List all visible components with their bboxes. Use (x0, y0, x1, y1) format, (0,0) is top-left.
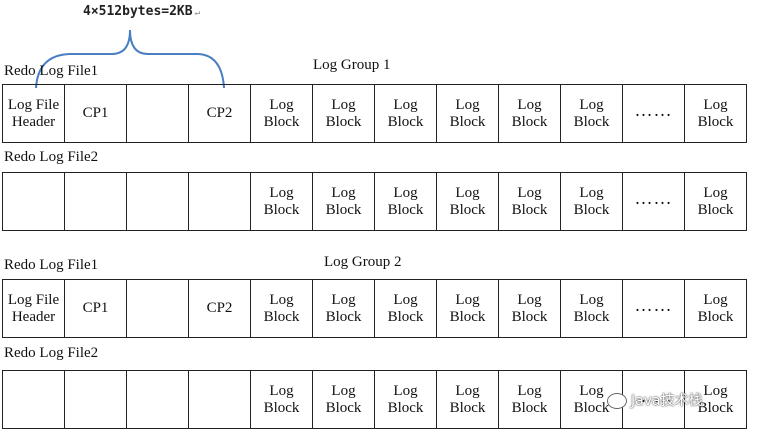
block-cell: Log Block (374, 172, 437, 231)
block-cell: Log File Header (2, 279, 65, 338)
block-cell: Log Block (560, 279, 623, 338)
empty-block (188, 172, 251, 231)
empty-block (64, 172, 127, 231)
block-cell: Log Block (374, 279, 437, 338)
block-cell: CP1 (64, 279, 127, 338)
empty-block (2, 172, 65, 231)
ellipsis-block: …… (622, 84, 685, 143)
block-cell: Log Block (436, 172, 499, 231)
block-cell: Log Block (250, 279, 313, 338)
size-annotation: 4×512bytes=2KB↵ (83, 4, 200, 19)
block-cell: Log Block (498, 279, 561, 338)
block-cell: Log Block (312, 370, 375, 429)
empty-block (2, 370, 65, 429)
wechat-icon (607, 393, 627, 409)
block-cell: CP1 (64, 84, 127, 143)
block-cell: Log Block (560, 84, 623, 143)
block-cell: Log Block (560, 172, 623, 231)
log-group-2-label: Log Group 2 (324, 254, 402, 270)
block-cell: CP2 (188, 279, 251, 338)
block-cell: Log Block (684, 370, 747, 429)
block-cell: Log Block (250, 84, 313, 143)
block-cell: Log Block (436, 279, 499, 338)
group1-file2-label: Redo Log File2 (4, 149, 99, 165)
block-cell: Log Block (250, 172, 313, 231)
block-cell: Log Block (312, 279, 375, 338)
block-cell: Log Block (498, 172, 561, 231)
block-cell: Log Block (684, 172, 747, 231)
empty-block (126, 84, 189, 143)
ellipsis-block: …… (622, 279, 685, 338)
block-cell: Log Block (374, 370, 437, 429)
log-group-1-label: Log Group 1 (313, 57, 391, 73)
block-cell: Log Block (498, 84, 561, 143)
block-cell: Log Block (684, 84, 747, 143)
empty-block (126, 370, 189, 429)
group2-file2-label: Redo Log File2 (4, 345, 99, 361)
block-cell: Log Block (312, 84, 375, 143)
empty-block (188, 370, 251, 429)
block-cell: Log Block (374, 84, 437, 143)
block-cell: Log Block (498, 370, 561, 429)
block-cell: Log Block (436, 370, 499, 429)
ellipsis-block: …… (622, 172, 685, 231)
block-cell: CP2 (188, 84, 251, 143)
watermark-text: Java技术栈 (631, 393, 703, 409)
brace-icon (35, 29, 225, 89)
group1-file1-label: Redo Log File1 (4, 63, 99, 79)
watermark: Java技术栈 (607, 390, 703, 410)
block-cell: Log Block (250, 370, 313, 429)
return-glyph: ↵ (194, 8, 200, 18)
block-cell: Log Block (684, 279, 747, 338)
empty-block (126, 279, 189, 338)
block-cell: Log File Header (2, 84, 65, 143)
size-annotation-text: 4×512bytes=2KB (83, 4, 193, 19)
group2-file1-label: Redo Log File1 (4, 257, 99, 273)
block-cell: Log Block (312, 172, 375, 231)
block-cell: Log Block (436, 84, 499, 143)
empty-block (126, 172, 189, 231)
empty-block (64, 370, 127, 429)
